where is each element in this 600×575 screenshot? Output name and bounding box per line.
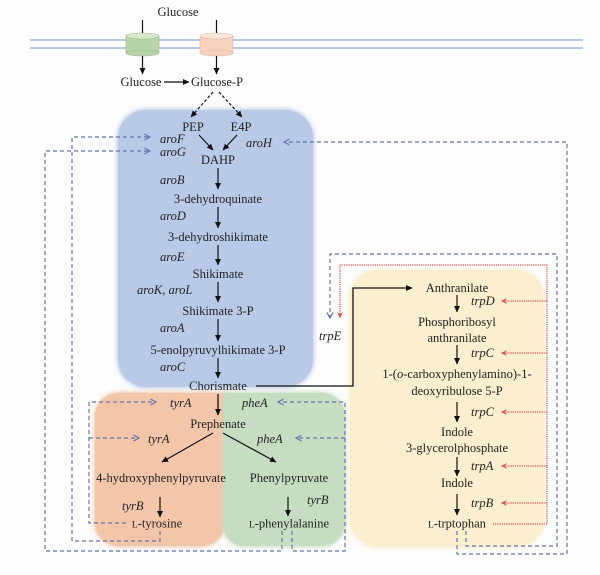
gene-trpC-1-label: trpC	[471, 345, 494, 360]
tryptophan-represses-trpE-line	[337, 264, 548, 525]
phosphoribosyl-anthranilate-line2: anthranilate	[427, 330, 487, 345]
gene-trpB-label: trpB	[471, 495, 494, 510]
l-tryptophan-label: L-trptophan	[428, 517, 486, 531]
gene-trpE-label: trpE	[319, 328, 342, 343]
tryptophan-branch-region	[350, 270, 544, 547]
gene-aroC-label: aroC	[160, 359, 186, 374]
dehydroquinate-label: 3-dehydroquinate	[173, 191, 263, 206]
glucose-transporter-icon	[125, 32, 160, 57]
pts-transporter-icon	[199, 32, 234, 57]
prephenate-label: Prephenate	[190, 416, 246, 431]
gene-aroG-label: aroG	[160, 144, 186, 159]
tyrosine-name: -tyrosine	[137, 516, 183, 531]
gene-tyrB-tyrosine-label: tyrB	[122, 498, 144, 513]
glucose-extracellular-label: Glucose	[157, 4, 199, 19]
tryptophan-name: -trptophan	[433, 516, 486, 531]
gene-tyrB-phenylalanine-label: tyrB	[307, 492, 329, 507]
l-tyrosine-label: L-tyrosine	[132, 517, 182, 531]
epsp-label: 5-enolpyruvylhikimate 3-P	[150, 342, 286, 357]
shikimate-3p-label: Shikimate 3-P	[182, 303, 254, 318]
dehydroshikimate-label: 3-dehydroshikimate	[168, 229, 268, 244]
tyrosine-branch-region	[95, 393, 225, 546]
prephenate-to-phenylpyruvate-arrow	[222, 432, 277, 463]
pep-to-dahp-arrow	[198, 134, 214, 151]
gene-tyrA-2-label: tyrA	[148, 431, 170, 446]
l-prefix: L	[428, 520, 434, 531]
glucose-phosphate-label: Glucose-P	[190, 74, 244, 89]
tryptophan-inhibits-aroH-line	[282, 138, 568, 555]
phenylpyruvate-label: Phenylpyruvate	[249, 470, 329, 485]
gene-aroD-label: aroD	[160, 208, 186, 223]
e4p-to-dahp-arrow	[222, 134, 238, 151]
gene-trpD-label: trpD	[471, 293, 495, 308]
glucose-p-to-e4p-arrow	[218, 91, 243, 118]
glucose-intracellular-label: Glucose	[120, 74, 162, 89]
cdrp-line1: 1-(o-carboxyphenylamino)-1-	[382, 368, 531, 381]
gene-aroK-aroL-label: aroK, aroL	[137, 282, 193, 297]
gene-pheA-2-label: pheA	[257, 431, 283, 446]
gene-aroF-label: aroF	[160, 131, 185, 146]
gene-trpC-2-label: trpC	[471, 404, 494, 419]
phenylalanine-branch-region	[224, 393, 345, 546]
l-prefix: L	[131, 520, 138, 531]
gene-aroE-label: aroE	[160, 249, 185, 264]
l-phenylalanine-label: L-phenylalanine	[249, 517, 329, 531]
indole-3-glycerolphosphate-line1: Indole	[441, 424, 473, 439]
gene-tyrA-1-label: tyrA	[170, 395, 192, 410]
anthranilate-label: Anthranilate	[425, 280, 489, 295]
e4p-label: E4P	[230, 119, 252, 134]
cdrp-post: -carboxyphenylamino)-1-	[403, 366, 532, 381]
prephenate-to-hydroxyphenylpyruvate-arrow	[161, 432, 214, 463]
indole-3-glycerolphosphate-line2: 3-glycerolphosphate	[405, 440, 509, 455]
gene-aroB-label: aroB	[160, 172, 185, 187]
tryptophan-inhibits-trpE-line	[326, 253, 558, 547]
chorismate-label: Chorismate	[189, 378, 247, 393]
cdrp-ortho: o	[396, 366, 404, 381]
gene-trpA-label: trpA	[471, 458, 494, 473]
gene-aroH-label: aroH	[246, 135, 272, 150]
l-prefix: L	[248, 520, 255, 531]
phenylalanine-name: -phenylalanine	[254, 516, 330, 531]
gene-aroA-label: aroA	[160, 320, 185, 335]
hydroxyphenylpyruvate-label: 4-hydroxyphenylpyruvate	[96, 470, 226, 485]
phosphoribosyl-anthranilate-line1: Phosphoribosyl	[418, 314, 496, 329]
tyrosine-inhibits-tyrA-1-line	[88, 398, 158, 524]
pep-label: PEP	[182, 119, 204, 134]
indole-label: Indole	[441, 475, 473, 490]
chorismate-to-anthranilate-arrow	[256, 285, 413, 387]
cdrp-pre: 1-(	[382, 366, 397, 381]
glucose-p-to-pep-arrow	[190, 91, 214, 118]
gene-pheA-1-label: pheA	[242, 395, 268, 410]
phenylalanine-inhibits-pheA-1-line	[276, 398, 346, 552]
dahp-label: DAHP	[200, 152, 236, 167]
shikimate-label: Shikimate	[192, 266, 244, 281]
tyrosine-inhibits-aroF-line	[71, 133, 161, 542]
cdrp-line2: deoxyribulose 5-P	[411, 383, 503, 398]
